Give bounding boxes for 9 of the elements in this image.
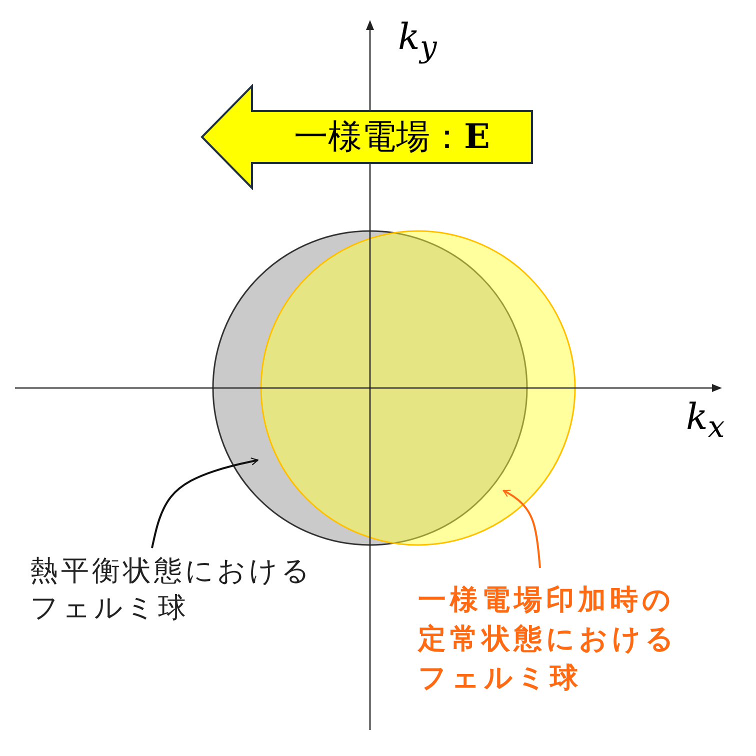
leader-arrow bbox=[151, 457, 258, 548]
caption-text: 熱平衡状態におけるフェルミ球 bbox=[30, 553, 330, 627]
fermi-sphere-circle bbox=[260, 230, 576, 546]
axis-label: k$_{x}$ bbox=[686, 398, 725, 444]
caption-text: 一様電場印加時の定常状態におけるフェルミ球 bbox=[418, 580, 684, 698]
field-arrow bbox=[200, 84, 534, 190]
axis-label: k$_{y}$ bbox=[398, 18, 437, 64]
field-label: 一様電場：E bbox=[293, 116, 491, 159]
leader-arrow bbox=[502, 490, 541, 568]
